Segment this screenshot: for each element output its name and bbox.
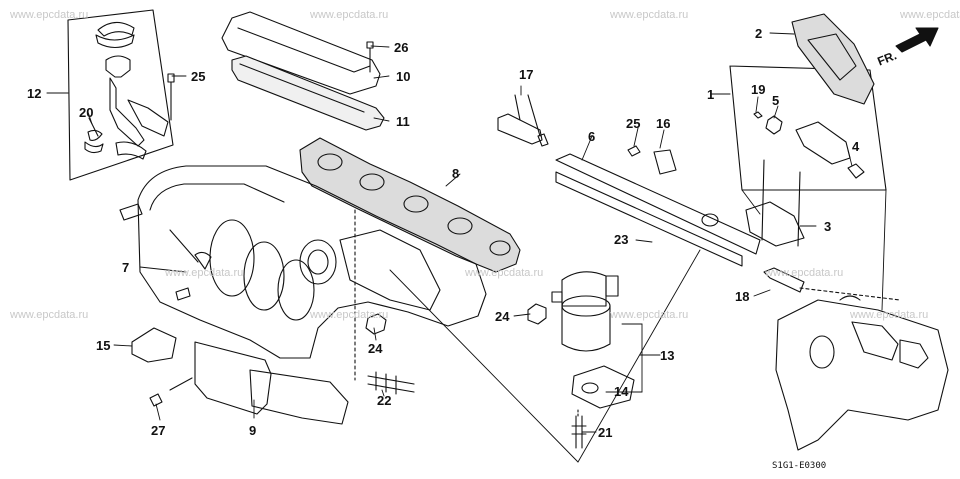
bracket-group-frame: [46, 9, 174, 181]
callout-2: 2: [755, 26, 763, 41]
stay-brackets: [131, 327, 349, 425]
leader-lines: [87, 32, 853, 433]
callout-15: 15: [96, 338, 111, 353]
callout-4: 4: [852, 139, 860, 154]
stud-22: [354, 209, 415, 395]
callout-8: 8: [452, 166, 460, 181]
callout-18: 18: [735, 289, 750, 304]
callout-14: 14: [614, 384, 629, 399]
callout-1: 1: [707, 87, 715, 102]
callout-19: 19: [751, 82, 766, 97]
callout-22: 22: [377, 393, 392, 408]
watermark: www.epcdata.ru: [10, 9, 89, 21]
watermark: www.epcdata.ru: [10, 309, 89, 321]
nut-24-lower: [365, 313, 387, 335]
diagram-code: S1G1-E0300: [772, 461, 827, 471]
callout-7: 7: [122, 260, 130, 275]
watermark: www.epcdata.ru: [610, 309, 689, 321]
callout-25: 25: [626, 116, 641, 131]
callout-6: 6: [588, 129, 596, 144]
watermark: www.epcdata.ru: [465, 267, 544, 279]
callout-26: 26: [394, 40, 409, 55]
cylinder-head: [775, 295, 949, 451]
callout-23: 23: [614, 232, 629, 247]
fuel-rail: [555, 145, 805, 267]
injector-17: [497, 94, 549, 147]
callout-24: 24: [495, 309, 510, 324]
watermark: www.epcdata.ru: [310, 9, 389, 21]
callout-5: 5: [772, 93, 780, 108]
front-direction-arrow-icon: [895, 27, 939, 53]
watermark: www.epcdata.ru: [610, 9, 689, 21]
bracket-3: [761, 159, 801, 247]
clip-parts: [84, 21, 175, 160]
callout-11: 11: [396, 114, 410, 129]
watermark: www.epcdata.ru: [310, 309, 389, 321]
intake-manifold: [119, 165, 487, 359]
callout-20: 20: [79, 105, 94, 120]
watermark: www.epcdata.ru: [165, 267, 244, 279]
cover-and-gasket: [221, 11, 385, 131]
bolt-18: [763, 267, 901, 301]
harness-holder-2: [791, 13, 875, 105]
nut-24-egr: [527, 303, 547, 325]
stud-21: [571, 409, 587, 449]
guide-lines: [389, 189, 887, 463]
watermark: www.epcdata.ru: [765, 267, 844, 279]
callout-12: 12: [27, 86, 42, 101]
callout-10: 10: [396, 69, 411, 84]
egr-valve: [551, 271, 635, 409]
callout-13: 13: [660, 348, 675, 363]
callout-3: 3: [824, 219, 832, 234]
callout-21: 21: [598, 425, 613, 440]
callout-16: 16: [656, 116, 671, 131]
callout-25: 25: [191, 69, 206, 84]
callout-9: 9: [249, 423, 257, 438]
manifold-gasket: [299, 137, 521, 273]
callout-24: 24: [368, 341, 383, 356]
watermark: www.epcdata.ru: [900, 9, 960, 21]
watermark: www.epcdata.ru: [850, 309, 929, 321]
callout-27: 27: [151, 423, 166, 438]
callout-17: 17: [519, 67, 534, 82]
